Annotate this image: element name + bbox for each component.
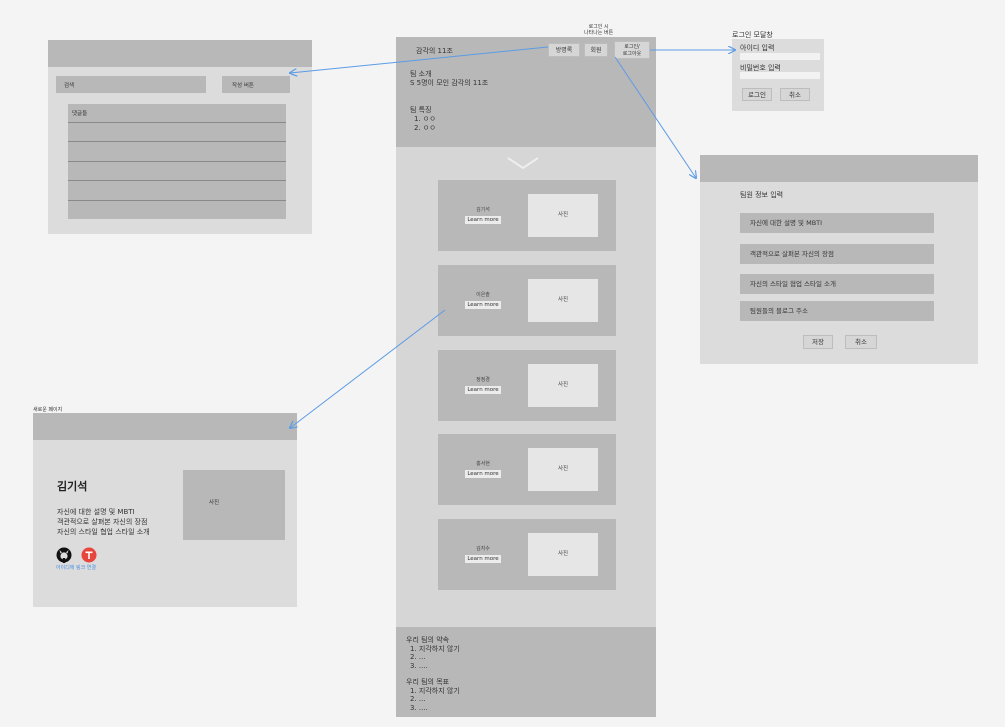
member-detail-photo: 사진 xyxy=(183,470,285,540)
chevron-down-icon[interactable] xyxy=(506,155,540,171)
board-search-label: 검색 xyxy=(64,83,75,89)
login-modal: 아이디 입력 비밀번호 입력 로그인 취소 xyxy=(732,39,824,111)
site-logo-text: 감각의 11조 xyxy=(416,47,453,55)
member-card[interactable]: 정정경 Learn more 사진 xyxy=(438,350,616,421)
board-header-bar xyxy=(48,40,312,67)
login-modal-title: 로그인 모달창 xyxy=(732,31,773,39)
main-header: 감각의 11조 방명록 회원 로그인/ 로그아웃 xyxy=(396,37,656,63)
id-label: 아이디 입력 xyxy=(740,44,775,52)
board-comment-list: 댓글들 xyxy=(68,104,286,219)
member-field-strength[interactable]: 객관적으로 살펴본 자신의 장점 xyxy=(740,244,934,264)
blog-icon[interactable] xyxy=(81,547,97,563)
comment-board-wireframe: 검색 작성 버튼 댓글들 xyxy=(48,40,312,234)
feature-item: 1. ㅇㅇ xyxy=(414,115,436,123)
member-name: 김지수 xyxy=(476,546,490,552)
list-divider xyxy=(68,141,286,142)
member-detail-desc: 자신의 스타일 협업 스타일 소개 xyxy=(57,528,150,536)
member-info-modal: 팀원 정보 입력 자신에 대한 설명 및 MBTI 객관적으로 살펴본 자신의 … xyxy=(700,155,978,364)
member-name: 정정경 xyxy=(476,377,490,383)
list-divider xyxy=(68,200,286,201)
login-cancel-button[interactable]: 취소 xyxy=(780,88,810,101)
learn-more-button[interactable]: Learn more xyxy=(465,216,501,224)
board-search-box[interactable]: 검색 xyxy=(56,76,206,93)
goal-item: 2. ... xyxy=(410,695,426,703)
promise-item: 2. ... xyxy=(410,653,426,661)
learn-more-button[interactable]: Learn more xyxy=(465,386,501,394)
member-detail-page: 김기석 자신에 대한 설명 및 MBTI 객관적으로 살펴본 자신의 장점 자신… xyxy=(33,413,297,607)
member-card[interactable]: 김지수 Learn more 사진 xyxy=(438,519,616,590)
learn-more-button[interactable]: Learn more xyxy=(465,470,501,478)
member-name: 김기석 xyxy=(476,207,490,213)
member-cancel-button[interactable]: 취소 xyxy=(845,335,877,349)
learn-more-button[interactable]: Learn more xyxy=(465,555,501,563)
board-write-button[interactable]: 작성 버튼 xyxy=(222,76,290,93)
password-input[interactable] xyxy=(740,72,820,79)
goal-item: 1. 지각하지 않기 xyxy=(410,687,460,695)
promise-item: 1. 지각하지 않기 xyxy=(410,645,460,653)
guestbook-button[interactable]: 방명록 xyxy=(548,43,580,57)
member-photo: 사진 xyxy=(528,194,598,237)
id-input[interactable] xyxy=(740,53,820,60)
list-divider xyxy=(68,180,286,181)
goal-title: 우리 팀의 목표 xyxy=(406,678,450,686)
member-card[interactable]: 이은솔 Learn more 사진 xyxy=(438,265,616,336)
member-photo: 사진 xyxy=(528,279,598,322)
member-photo: 사진 xyxy=(528,533,598,576)
team-footer-section: 우리 팀의 약속 1. 지각하지 않기 2. ... 3. .... 우리 팀의… xyxy=(396,627,656,717)
member-modal-header-bar xyxy=(700,155,978,182)
login-buttons-note: 로그인 시 나타나는 버튼 xyxy=(584,24,614,36)
list-divider xyxy=(68,161,286,162)
member-field-style[interactable]: 자신의 스타일 협업 스타일 소개 xyxy=(740,274,934,294)
member-photo: 사진 xyxy=(528,448,598,491)
member-photo: 사진 xyxy=(528,364,598,407)
pw-label: 비밀번호 입력 xyxy=(740,64,781,72)
github-icon[interactable] xyxy=(56,547,72,563)
signup-button[interactable]: 회원 xyxy=(584,43,608,57)
member-card[interactable]: 홍서현 Learn more 사진 xyxy=(438,434,616,505)
main-page-wireframe: 감각의 11조 방명록 회원 로그인/ 로그아웃 팀 소개 S 5명이 모인 감… xyxy=(396,37,656,717)
intro-title: 팀 소개 xyxy=(410,70,432,78)
login-submit-button[interactable]: 로그인 xyxy=(742,88,772,101)
detail-header-bar xyxy=(33,413,297,440)
member-field-mbti[interactable]: 자신에 대한 설명 및 MBTI xyxy=(740,213,934,233)
learn-more-button[interactable]: Learn more xyxy=(465,301,501,309)
member-name: 홍서현 xyxy=(476,461,490,467)
member-detail-desc: 자신에 대한 설명 및 MBTI xyxy=(57,508,135,516)
list-divider xyxy=(68,122,286,123)
login-logout-button[interactable]: 로그인/ 로그아웃 xyxy=(614,41,650,59)
member-detail-desc: 객관적으로 살펴본 자신의 장점 xyxy=(57,518,148,526)
feature-item: 2. ㅇㅇ xyxy=(414,124,436,132)
intro-subtitle: S 5명이 모인 감각의 11조 xyxy=(410,79,489,87)
member-modal-title: 팀원 정보 입력 xyxy=(740,191,784,199)
team-intro-section: 팀 소개 S 5명이 모인 감각의 11조 팀 특징 1. ㅇㅇ 2. ㅇㅇ xyxy=(396,63,656,147)
promise-item: 3. .... xyxy=(410,662,428,670)
feature-title: 팀 특징 xyxy=(410,106,432,114)
board-list-title: 댓글들 xyxy=(72,111,88,117)
member-field-blog[interactable]: 팀원들의 블로그 주소 xyxy=(740,301,934,321)
member-detail-name: 김기석 xyxy=(57,480,88,493)
member-save-button[interactable]: 저장 xyxy=(803,335,833,349)
member-card[interactable]: 김기석 Learn more 사진 xyxy=(438,180,616,251)
member-detail-photo-label: 사진 xyxy=(209,500,220,506)
promise-title: 우리 팀의 약속 xyxy=(406,636,450,644)
new-page-title: 새로운 페이지 xyxy=(33,407,63,413)
member-name: 이은솔 xyxy=(476,292,490,298)
icon-link-caption: 아이디에 링크 연결 xyxy=(56,565,96,571)
board-write-label: 작성 버튼 xyxy=(232,83,254,89)
goal-item: 3. .... xyxy=(410,704,428,712)
